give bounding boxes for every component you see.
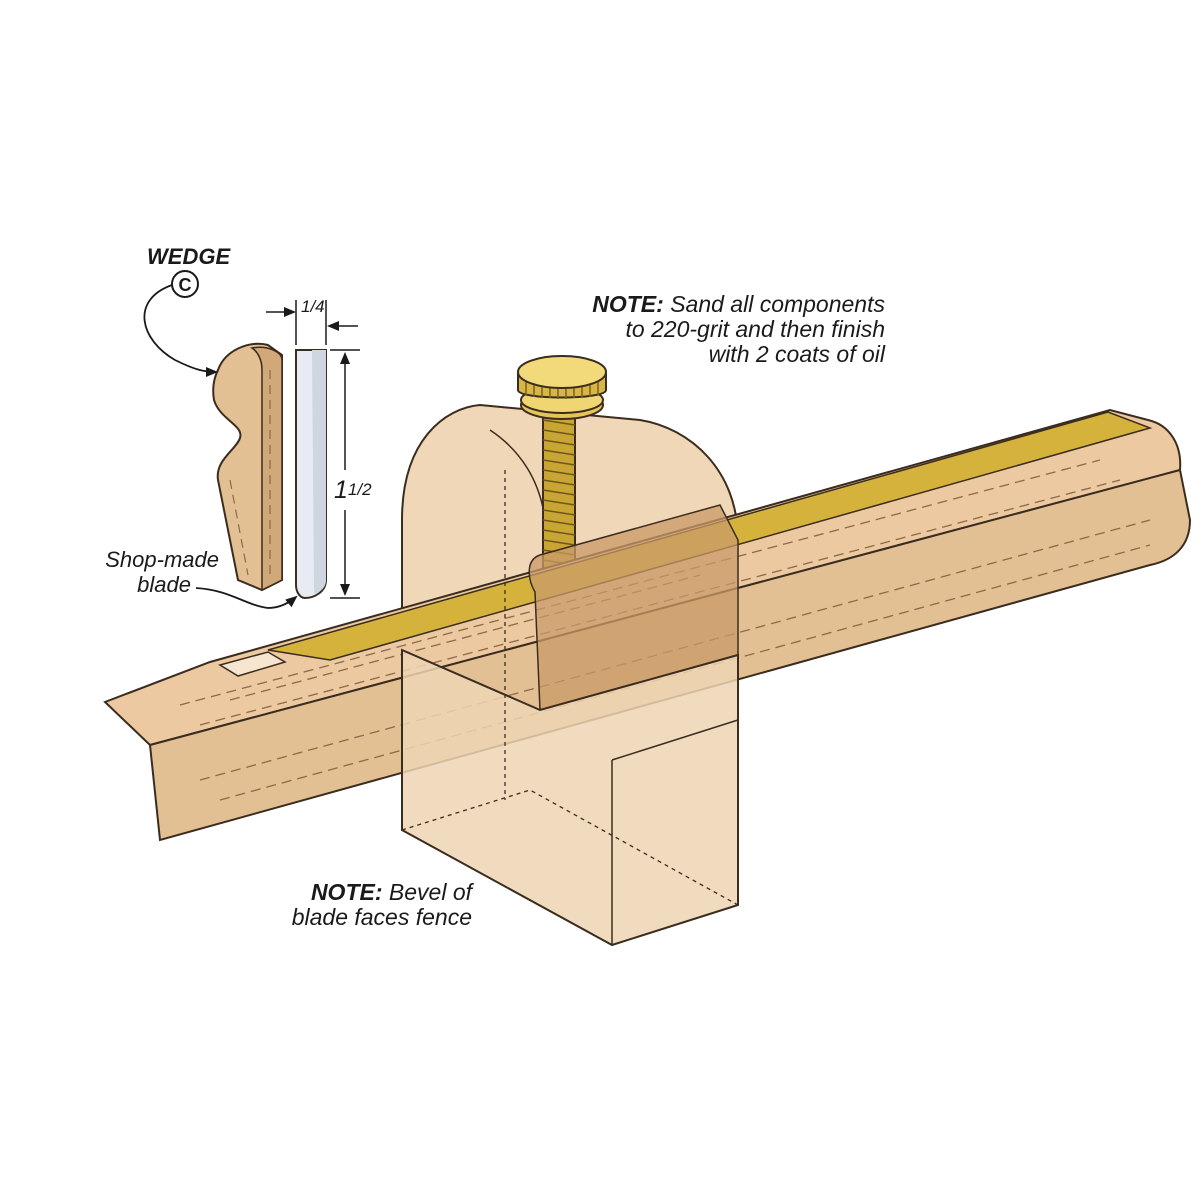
note-top-prefix: NOTE: xyxy=(592,291,664,317)
note-bottom: NOTE: Bevel of blade faces fence xyxy=(262,880,472,930)
note-top-line2: to 220-grit and then finish xyxy=(625,316,885,342)
note-bottom-line1: NOTE: Bevel of xyxy=(262,880,472,905)
note-top: NOTE: Sand all components to 220-grit an… xyxy=(540,292,885,367)
note-top-text1: Sand all components xyxy=(670,291,885,317)
blade-label-line1: Shop-made xyxy=(105,547,219,572)
wedge-callout-circle xyxy=(171,270,199,298)
wedge-grain xyxy=(229,370,271,576)
wedge-callout-letter: C xyxy=(179,275,192,295)
dim-thickness: 1/4 xyxy=(301,297,325,317)
note-bottom-text1: Bevel of xyxy=(388,879,472,905)
wedge-title: WEDGE xyxy=(147,244,231,269)
dimension-lines xyxy=(266,300,360,599)
dim-length-whole: 1 xyxy=(334,476,348,504)
note-bottom-prefix: NOTE: xyxy=(310,879,383,905)
leader-lines xyxy=(143,284,298,609)
note-bottom-line2: blade faces fence xyxy=(291,904,472,930)
dim-thickness-fraction: 1/4 xyxy=(301,297,325,316)
wedge xyxy=(212,342,283,592)
blade-label: Shop-made blade xyxy=(84,547,219,597)
blade-label-line2: blade xyxy=(137,572,191,597)
dim-length-fraction: 1/2 xyxy=(347,480,372,499)
fence-front xyxy=(401,470,739,947)
note-top-line1: NOTE: Sand all components xyxy=(540,292,885,317)
note-top-line3: with 2 coats of oil xyxy=(708,341,885,367)
shop-made-blade xyxy=(295,349,327,600)
dim-length: 11/2 xyxy=(332,476,374,505)
